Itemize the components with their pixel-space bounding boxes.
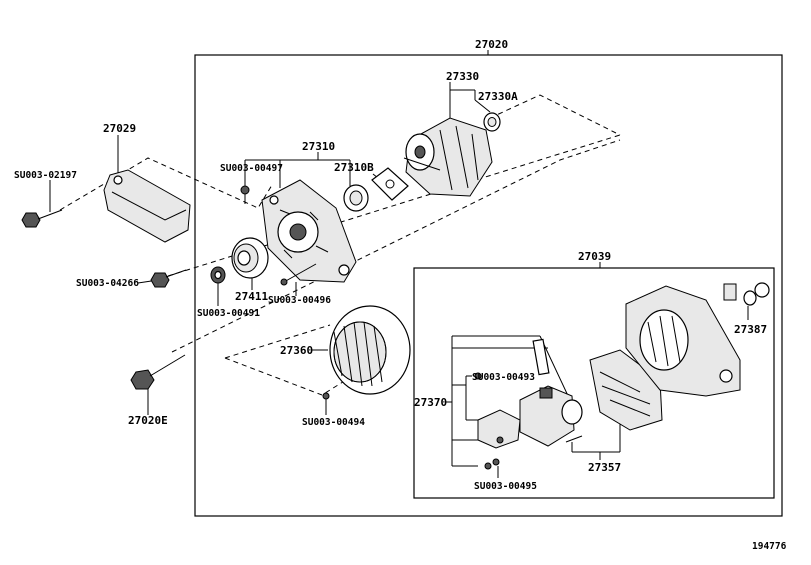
bolt-su003-04266	[150, 269, 187, 288]
label-27411: 27411	[235, 290, 268, 303]
screw-su003-00494	[322, 392, 330, 406]
label-27020e: 27020E	[128, 414, 168, 427]
label-27330a: 27330A	[478, 90, 518, 103]
bearing-27310b	[343, 184, 369, 212]
through-bolt-27020e	[130, 354, 186, 390]
label-su003-02197: SU003-02197	[14, 170, 77, 181]
label-su003-00494: SU003-00494	[302, 417, 365, 428]
label-27029: 27029	[103, 122, 136, 135]
label-su003-00495: SU003-00495	[474, 481, 537, 492]
rotor-27330	[403, 117, 493, 197]
label-su003-00496: SU003-00496	[268, 295, 331, 306]
stator-27360	[329, 305, 411, 395]
rear-housing-27310	[261, 179, 357, 283]
label-su003-00491: SU003-00491	[197, 308, 260, 319]
label-27387: 27387	[734, 323, 767, 336]
pulley-27411	[231, 237, 269, 279]
subassembly-27039-frame	[413, 267, 775, 499]
label-27370: 27370	[414, 396, 447, 409]
label-su003-00497: SU003-00497	[220, 163, 283, 174]
nut-su003-00491	[210, 266, 226, 284]
figure-id: 194776	[752, 541, 787, 552]
front-housing-27039	[625, 285, 741, 397]
label-27020: 27020	[475, 38, 508, 51]
label-su003-00493: SU003-00493	[472, 372, 535, 383]
label-27039: 27039	[578, 250, 611, 263]
bearing-plate	[371, 167, 409, 201]
label-27357: 27357	[588, 461, 621, 474]
stud-su003-00496	[280, 263, 317, 286]
screw-su003-00497	[240, 185, 250, 204]
label-su003-04266: SU003-04266	[76, 278, 139, 289]
label-27360: 27360	[280, 344, 313, 357]
bolt-su003-02197	[21, 209, 63, 228]
regulator-27370	[474, 338, 583, 470]
label-27330: 27330	[446, 70, 479, 83]
bearing-27330a	[483, 112, 501, 132]
rear-cover-27029	[103, 169, 191, 243]
label-27310: 27310	[302, 140, 335, 153]
terminal-27387	[723, 282, 770, 306]
label-27310b: 27310B	[334, 161, 374, 174]
